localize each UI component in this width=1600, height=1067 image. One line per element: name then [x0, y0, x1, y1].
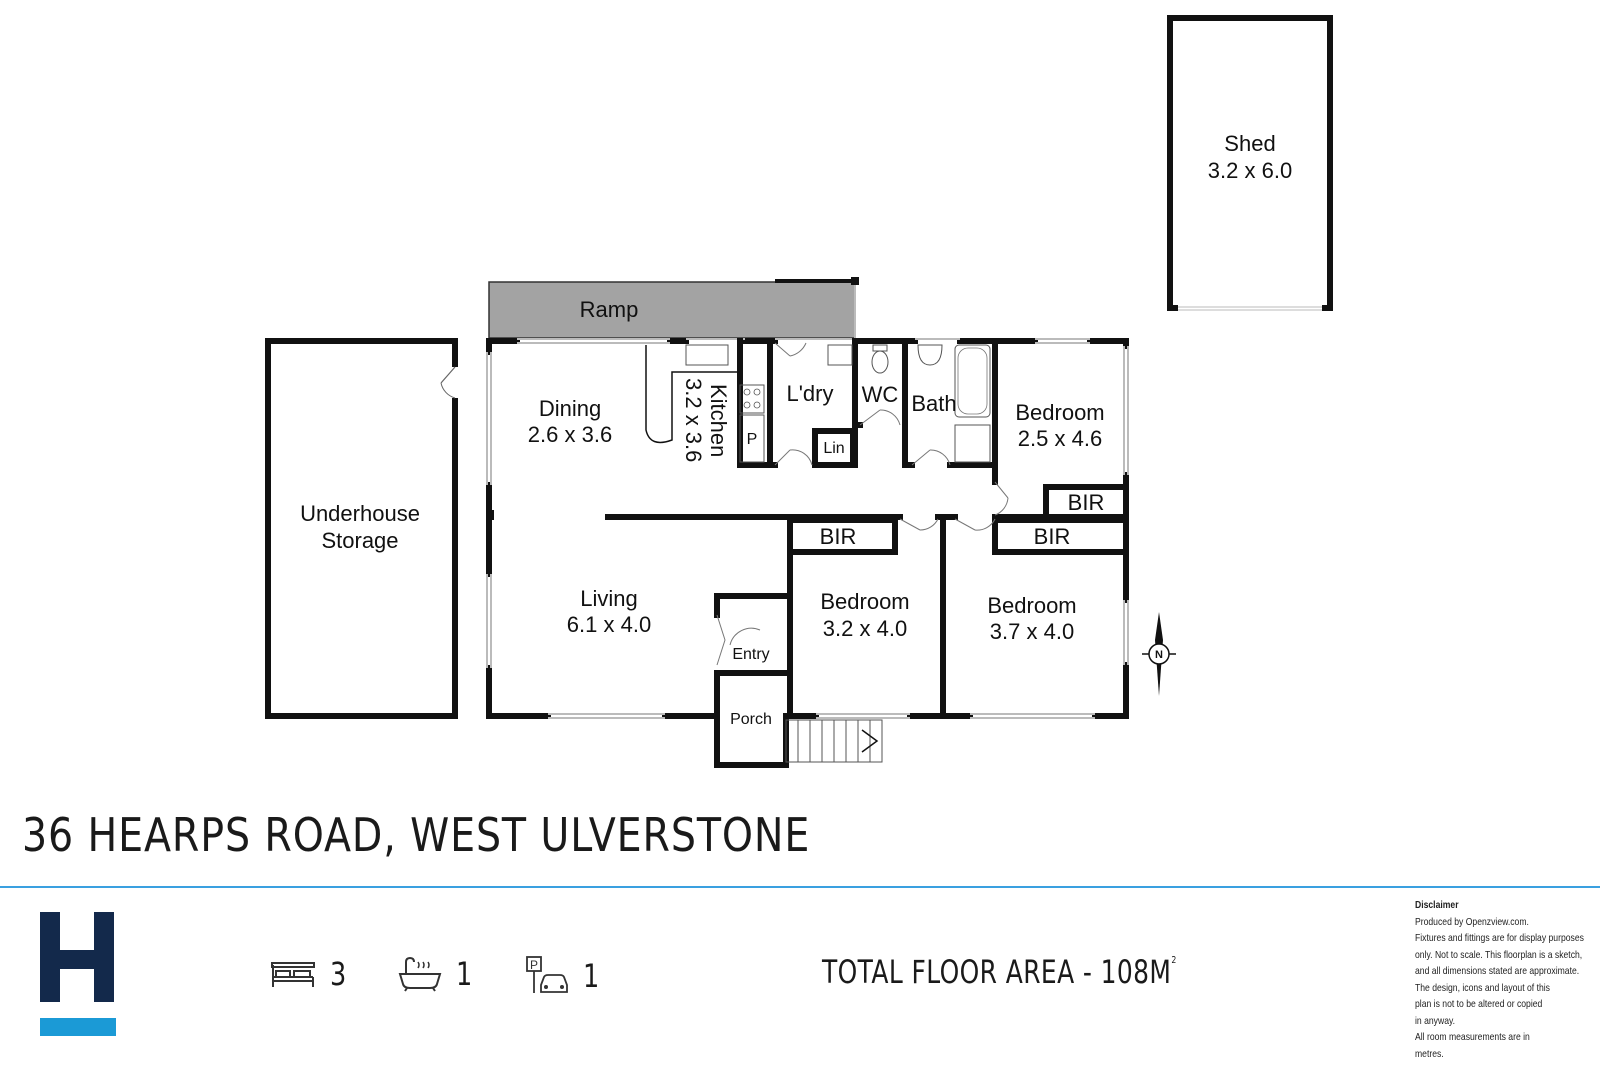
dining-dims: 2.6 x 3.6	[528, 422, 612, 447]
pantry-box	[739, 414, 765, 463]
disclaimer-line: Fixtures and fittings are for display pu…	[1415, 932, 1584, 944]
brand-logo-icon	[40, 912, 116, 1036]
interior-walls	[605, 338, 1129, 768]
kitchen-name: Kitchen	[706, 384, 731, 457]
bathrooms-stat: 1	[398, 955, 476, 993]
linen-name: Lin	[823, 440, 844, 457]
doors	[716, 342, 1009, 666]
bedroom2-name: Bedroom	[820, 589, 909, 614]
ramp: Ramp	[488, 277, 859, 339]
kitchen-dims: 3.2 x 3.6	[681, 378, 706, 462]
disclaimer: Disclaimer Produced by Openzview.com. Fi…	[1415, 897, 1584, 1062]
floor-plan: Shed 3.2 x 6.0 Ramp Underhouse Storage	[265, 15, 1333, 768]
toilet-icon	[871, 350, 889, 374]
bedroom2-dims: 3.2 x 4.0	[823, 616, 907, 641]
ramp-name: Ramp	[580, 297, 639, 322]
bedroom1-dims: 2.5 x 4.6	[1018, 426, 1102, 451]
laundry-name: L'dry	[787, 381, 834, 406]
disclaimer-line: Produced by Openzview.com.	[1415, 915, 1529, 928]
stove-icon	[739, 384, 765, 414]
compass-letter: N	[1155, 649, 1163, 661]
property-address: 36 HEARPS ROAD, WEST ULVERSTONE	[22, 808, 811, 862]
entry-name: Entry	[732, 646, 769, 663]
bedroom3-dims: 3.7 x 4.0	[990, 619, 1074, 644]
disclaimer-line: The design, icons and layout of this	[1415, 981, 1550, 994]
bedroom1-name: Bedroom	[1015, 400, 1104, 425]
bedroom3-name: Bedroom	[987, 593, 1076, 618]
underhouse-storage: Underhouse Storage	[265, 338, 459, 719]
disclaimer-line: in anyway.	[1415, 1014, 1456, 1027]
laundry-tub-icon	[827, 344, 853, 366]
shed-name: Shed	[1224, 131, 1275, 156]
shed: Shed 3.2 x 6.0	[1167, 15, 1333, 311]
bathtub-fixture-icon	[954, 344, 991, 418]
footer-divider	[0, 886, 1600, 888]
bathrooms-count: 1	[456, 955, 473, 993]
pantry-name: P	[747, 431, 758, 448]
dining-name: Dining	[539, 396, 601, 421]
svg-text:P: P	[530, 958, 538, 972]
shed-dims: 3.2 x 6.0	[1208, 158, 1292, 183]
disclaimer-title: Disclaimer	[1415, 899, 1459, 911]
parking-count: 1	[583, 957, 600, 995]
total-area-label: TOTAL FLOOR AREA - 108M	[822, 953, 1172, 991]
disclaimer-line: All room measurements are in	[1415, 1031, 1530, 1043]
kitchen-sink-icon	[685, 344, 729, 366]
wc-name: WC	[862, 382, 899, 407]
disclaimer-line: metres.	[1415, 1047, 1444, 1060]
total-floor-area: TOTAL FLOOR AREA - 108M2	[822, 953, 1177, 991]
bedrooms-stat: 3	[270, 955, 350, 993]
living-name: Living	[580, 586, 637, 611]
windows	[486, 338, 1129, 719]
bir1-name: BIR	[1068, 490, 1105, 515]
bedrooms-count: 3	[330, 955, 347, 993]
kitchen-bench	[645, 345, 740, 444]
shower-icon	[954, 424, 991, 463]
total-area-superscript: 2	[1171, 955, 1177, 966]
basin-icon	[917, 344, 943, 366]
car-parking-icon: P	[526, 956, 568, 993]
underhouse-name-line2: Storage	[321, 528, 398, 553]
disclaimer-line: only. Not to scale. This floorplan is a …	[1415, 948, 1583, 961]
living-dims: 6.1 x 4.0	[567, 612, 651, 637]
porch-name: Porch	[730, 711, 772, 728]
disclaimer-line: and all dimensions stated are approximat…	[1415, 965, 1580, 977]
bir3-name: BIR	[1034, 524, 1071, 549]
bathtub-icon	[398, 956, 442, 992]
parking-stat: P 1	[525, 955, 603, 997]
bath-name: Bath	[911, 391, 956, 416]
porch-stairs	[785, 719, 883, 763]
compass-icon: N	[1142, 612, 1176, 696]
disclaimer-line: plan is not to be altered or copied	[1415, 998, 1543, 1010]
bed-icon	[271, 962, 315, 987]
bir2-name: BIR	[820, 524, 857, 549]
underhouse-name-line1: Underhouse	[300, 501, 420, 526]
